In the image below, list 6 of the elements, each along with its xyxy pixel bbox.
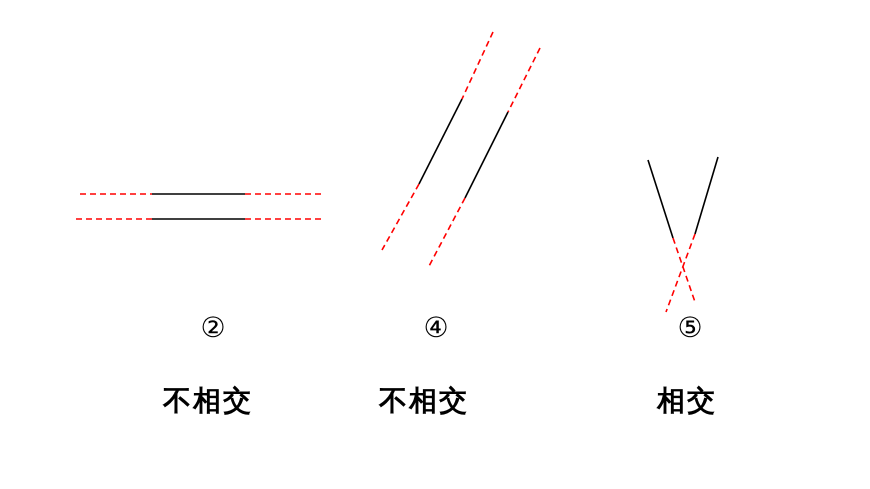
figure-number: ④: [423, 314, 449, 342]
relation-label: 不相交: [163, 387, 253, 415]
figure-number: ⑤: [677, 314, 703, 342]
relation-label: 相交: [657, 387, 717, 415]
figure-number: ②: [200, 314, 226, 342]
relation-label: 不相交: [379, 387, 469, 415]
